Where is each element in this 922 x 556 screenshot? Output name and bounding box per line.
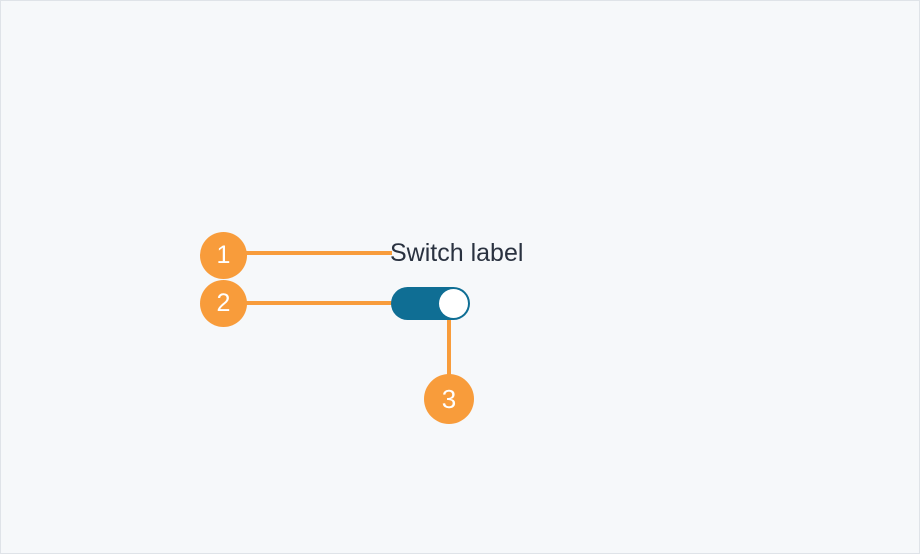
annotation-badge-3: 3 — [424, 374, 474, 424]
annotation-badge-2-number: 2 — [216, 289, 231, 317]
switch-label: Switch label — [390, 239, 524, 267]
toggle-switch[interactable] — [391, 287, 470, 320]
connector-line-1 — [244, 251, 392, 255]
annotation-badge-1-number: 1 — [216, 241, 231, 269]
annotation-badge-1: 1 — [200, 232, 247, 279]
connector-line-2 — [244, 301, 394, 305]
connector-line-3 — [447, 301, 451, 377]
annotation-badge-3-number: 3 — [441, 384, 457, 414]
annotation-badge-2: 2 — [200, 280, 247, 327]
toggle-switch-knob[interactable] — [439, 289, 468, 318]
